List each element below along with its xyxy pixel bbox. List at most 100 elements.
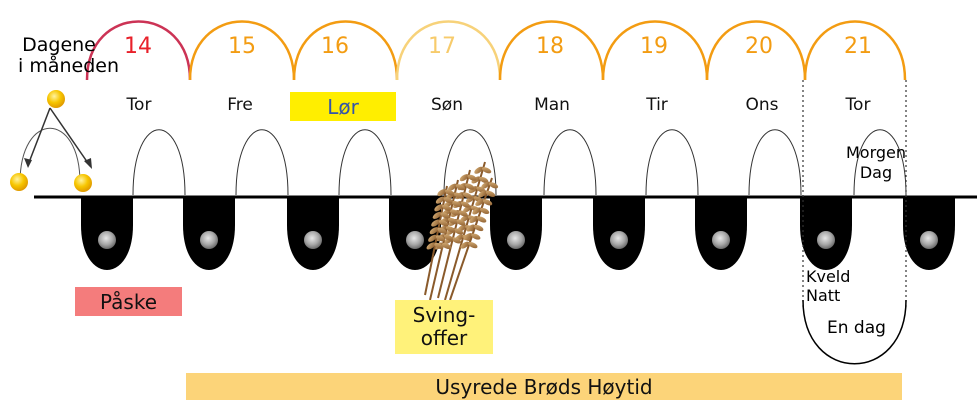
passover-label: Påske	[99, 289, 157, 314]
moon-icon	[610, 231, 628, 249]
wheat-stalk	[424, 185, 448, 296]
morning-day-label: Morgen Dag	[840, 143, 912, 183]
moon-icon	[712, 231, 730, 249]
day-arc	[292, 20, 399, 81]
day-number-20: 20	[745, 34, 773, 59]
sun-icon	[74, 174, 92, 192]
wheat-grain	[434, 204, 443, 212]
wheat-grain	[481, 181, 490, 189]
day-lobe	[443, 129, 497, 196]
day-arc	[498, 20, 605, 81]
wheat-grain	[465, 183, 475, 190]
wheat-grain	[453, 228, 464, 235]
wheat-grain	[443, 234, 454, 241]
unleavened-bread-bar: Usyrede Brøds Høytid	[186, 373, 902, 400]
evening-label: Kveld	[806, 267, 851, 286]
wheat-grain	[428, 234, 437, 242]
day-number-15: 15	[228, 34, 256, 59]
arrow-head-icon	[24, 158, 32, 168]
day-arc	[705, 20, 807, 81]
wheat-grain	[469, 215, 479, 224]
wheat-grain	[475, 198, 484, 206]
wave-offering-line1: Sving-	[412, 303, 476, 327]
moon-icon	[817, 231, 835, 249]
wheat-grain	[445, 226, 456, 233]
day-half-lobes	[132, 129, 907, 196]
day-arc	[601, 20, 709, 81]
wheat-grain	[480, 207, 490, 215]
wheat-grain	[455, 184, 465, 191]
wheat-grain	[440, 212, 450, 219]
wheat-grain	[460, 215, 469, 223]
day-arc	[803, 20, 907, 81]
wheat-grain	[437, 227, 447, 234]
wheat-grain	[482, 199, 493, 206]
day-lobe	[853, 129, 907, 196]
wheat-grain	[447, 183, 457, 191]
sun-path-arc	[19, 127, 81, 184]
wave-offering-line2: offer	[420, 326, 468, 350]
wheat-grain	[465, 195, 475, 203]
moon-icon	[98, 231, 116, 249]
sun-icon	[47, 90, 65, 108]
day-number-17: 17	[428, 34, 456, 59]
sun-path-illustration	[10, 90, 92, 192]
wheat-grain	[456, 219, 466, 226]
day-lobe	[748, 129, 802, 196]
wheat-grain	[472, 207, 481, 215]
moon-icon	[507, 231, 525, 249]
days-of-month-line1: Dagene	[22, 34, 96, 56]
day-arc	[188, 20, 296, 81]
evening-night-label: Kveld Natt	[806, 267, 850, 305]
wheat-grain	[485, 190, 496, 197]
wheat-sheaf-icon	[424, 161, 499, 301]
day-lobe	[235, 129, 289, 196]
wheat-stalk	[437, 169, 471, 299]
wheat-grain	[434, 242, 444, 250]
wheat-grain	[471, 233, 481, 240]
wheat-stalk	[449, 177, 493, 301]
day-number-16: 16	[321, 34, 349, 59]
moon-icon	[406, 231, 424, 249]
wheat-grain	[426, 242, 436, 250]
moon-icon	[304, 231, 322, 249]
day-name-ons: Ons	[745, 95, 779, 115]
wheat-grain	[463, 205, 472, 213]
day-number-21: 21	[844, 34, 872, 59]
wheat-grain	[460, 201, 471, 208]
wheat-grain	[438, 219, 449, 227]
wheat-grain	[474, 224, 484, 232]
wheat-grain	[474, 166, 483, 174]
morning-label: Morgen	[845, 143, 907, 162]
passover-box: Påske	[75, 287, 182, 316]
unleavened-bread-label: Usyrede Brøds Høytid	[435, 374, 653, 399]
wheat-grain	[443, 197, 453, 204]
wheat-grain	[488, 182, 499, 189]
arrow-head-icon	[84, 158, 92, 169]
moon-icon	[200, 231, 218, 249]
wheat-stalk	[444, 161, 486, 301]
days-of-month-label: Dagene i måneden	[18, 34, 119, 77]
wheat-grain	[481, 167, 492, 174]
day-name-tor-2: Tor	[845, 95, 871, 115]
day-arc	[395, 20, 502, 81]
one-day-label: En dag	[827, 318, 886, 338]
day-name-man: Man	[534, 95, 570, 115]
day-label: Dag	[859, 163, 893, 182]
day-lobe	[132, 129, 186, 196]
wheat-grain	[453, 192, 464, 199]
wheat-grain	[477, 216, 487, 223]
wheat-grain	[435, 235, 446, 242]
saturday-highlight: Lør	[290, 92, 396, 121]
wheat-grain	[431, 219, 440, 227]
wheat-grain	[460, 241, 470, 249]
moon-icon	[920, 231, 938, 249]
wheat-grain	[447, 217, 458, 224]
one-day-bracket	[802, 80, 907, 365]
day-number-14: 14	[124, 34, 152, 59]
wheat-grain	[449, 209, 460, 216]
days-of-month-line2: i måneden	[18, 55, 119, 77]
wheat-grain	[478, 190, 487, 198]
sun-arrow-left	[27, 107, 51, 166]
